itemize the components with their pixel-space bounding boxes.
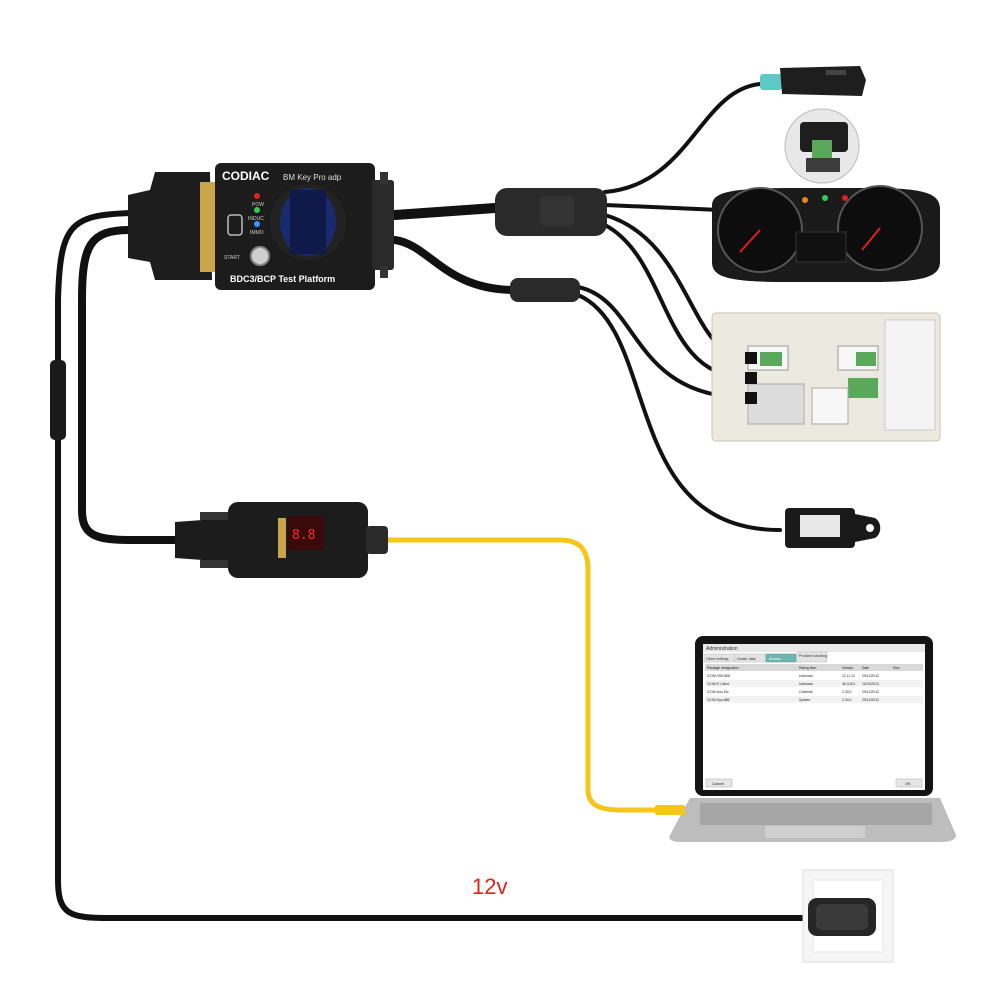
cell: ICOM-Sys-888 (707, 698, 730, 702)
cell: 29/12/2012 (862, 674, 879, 678)
start-button[interactable] (250, 246, 270, 266)
led-immo (254, 221, 260, 227)
adapter-pins (200, 182, 216, 272)
codiac-adapter: CODIAC BM Key Pro adp POW INDUC IMMO STA… (128, 163, 394, 290)
voltage-display (288, 516, 324, 550)
cancel-label: Cancel (712, 782, 724, 786)
tab-client-settings[interactable] (703, 653, 735, 663)
cell: Unknown (799, 682, 813, 686)
table-row[interactable]: ICOM-Ass-Kfz Contents 2.34.0 29/12/2012 (705, 688, 923, 695)
obd-interface: 8.8 (175, 502, 388, 578)
adapter-model: BM Key Pro adp (283, 173, 342, 182)
cell: 29/12/2012 (862, 698, 879, 702)
cancel-button[interactable] (705, 778, 733, 788)
cell: ICOM-Ass-Kfz (707, 690, 729, 694)
cable-to-key (603, 82, 762, 194)
cell: System (799, 698, 810, 702)
led-pow-label: POW (252, 202, 264, 208)
led-immo-label: IMMO (250, 230, 264, 236)
cell: 11/01/2013 (862, 682, 879, 686)
table-row[interactable]: ICOM-VIM-888 Unknown 12.11.12 29/12/2012 (705, 672, 923, 679)
adapter-obd-plug (128, 172, 212, 280)
voltage-label: 12v (472, 874, 507, 899)
platform-label: BDC3/BCP Test Platform (230, 274, 335, 284)
tab-dealer-data[interactable] (734, 653, 766, 663)
cable-to-bdc-3 (576, 285, 747, 400)
adapter-db-connector (372, 180, 394, 270)
col-header-0: Package designation (707, 666, 739, 670)
cell: Unknown (799, 674, 813, 678)
cell: 29/12/2012 (862, 690, 879, 694)
col-header-3: Date (862, 666, 869, 670)
tab-label-2: Access (769, 657, 781, 661)
power-plug (808, 898, 876, 936)
cell: 2.34.0 (842, 690, 852, 694)
key-sensor (760, 66, 866, 96)
usb-plug (655, 805, 685, 815)
usb-cable (382, 537, 693, 813)
start-label: START (224, 255, 240, 261)
cell: ICOM-P-Client (707, 682, 729, 686)
bdc-module (711, 312, 941, 442)
cell: Contents (799, 690, 813, 694)
cell: 46.3.001 (842, 682, 855, 686)
power-cable (55, 210, 803, 921)
adapter-cable-lower (391, 236, 519, 294)
led-induc-label: INDUC (248, 216, 264, 222)
col-header-2: Version (842, 666, 853, 670)
window-title: Administration (706, 646, 738, 652)
cable-to-module (576, 293, 782, 532)
tab-label-0: Client settings (706, 657, 729, 661)
y-splitter-lower (510, 278, 580, 302)
table-row[interactable]: ICOM-P-Client Unknown 46.3.001 11/01/201… (705, 680, 923, 687)
ok-label: OK (905, 782, 911, 786)
tab-label-1: Dealer data (737, 657, 756, 661)
tab-access[interactable] (765, 653, 797, 663)
cables (50, 82, 815, 921)
cell: 12.11.12 (842, 674, 855, 678)
tab-problem-handling[interactable] (796, 651, 828, 663)
ok-button[interactable] (895, 778, 923, 788)
tab-label-3: Problem handling (799, 654, 827, 658)
laptop: Administration Client settings Dealer da… (655, 636, 956, 842)
col-header-1: Rating Item (799, 666, 817, 670)
adapter-cable-upper (390, 203, 500, 220)
remote-module (785, 508, 881, 548)
obd-power-cable (78, 226, 179, 544)
led-pow (254, 193, 260, 199)
led-induc (254, 207, 260, 213)
table-row[interactable]: ICOM-Sys-888 System 2.34.0 29/12/2012 (705, 696, 923, 703)
key-slot-icon (227, 214, 243, 236)
display-digits: 8.8 (292, 528, 315, 543)
cable-to-dash (603, 203, 722, 212)
y-splitter-upper (495, 188, 607, 236)
cell: ICOM-VIM-888 (707, 674, 730, 678)
adapter-brand: CODIAC (222, 169, 270, 183)
connector-closeup (784, 108, 860, 184)
col-header-4: Size (893, 666, 900, 670)
instrument-cluster (712, 185, 940, 282)
cell: 2.34.0 (842, 698, 852, 702)
inline-connector (50, 360, 66, 440)
